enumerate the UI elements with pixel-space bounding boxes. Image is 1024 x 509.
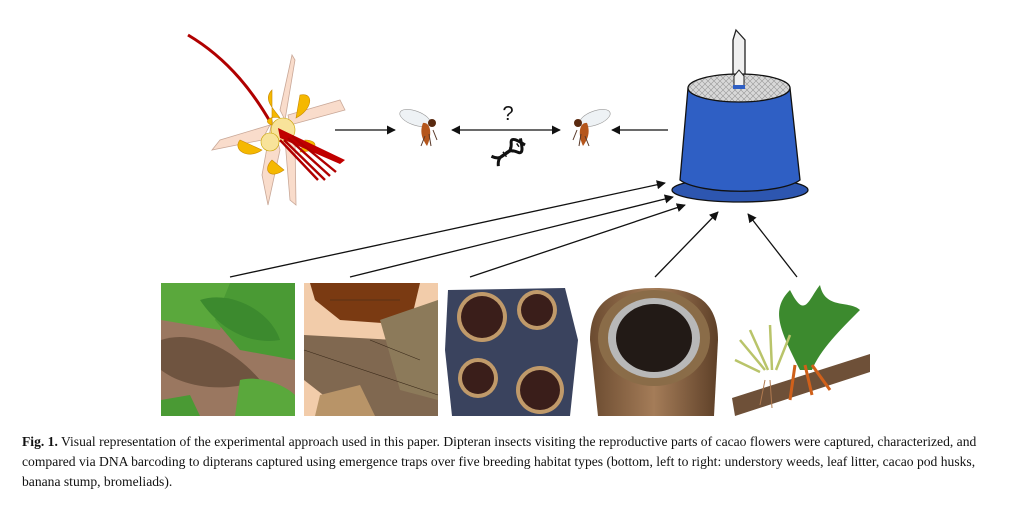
arrow-husks bbox=[469, 203, 686, 278]
habitat-bromeliads bbox=[732, 285, 870, 416]
question-mark: ? bbox=[502, 103, 513, 125]
arrow-stump bbox=[654, 211, 719, 278]
habitat-understory-weeds bbox=[161, 283, 295, 416]
cacao-flower-icon bbox=[187, 33, 346, 206]
habitat-cacao-pod-husks bbox=[445, 288, 578, 416]
caption-text: Visual representation of the experimenta… bbox=[22, 434, 977, 489]
figure-caption: Fig. 1. Visual representation of the exp… bbox=[22, 432, 1012, 492]
habitat-leaf-litter bbox=[303, 283, 439, 416]
arrows bbox=[229, 125, 798, 278]
figure-illustration: ? bbox=[161, 28, 870, 416]
emergence-trap-icon bbox=[671, 28, 809, 203]
arrow-bromeliads bbox=[747, 213, 798, 278]
arrow-litter bbox=[349, 194, 674, 278]
habitat-banana-stump bbox=[590, 288, 718, 416]
dna-helix-icon bbox=[490, 138, 526, 167]
arrow-weeds bbox=[229, 180, 666, 278]
figure-label: Fig. 1. bbox=[22, 434, 58, 449]
dipteran-insect-icon bbox=[572, 109, 611, 147]
dipteran-insect-icon bbox=[399, 109, 438, 147]
